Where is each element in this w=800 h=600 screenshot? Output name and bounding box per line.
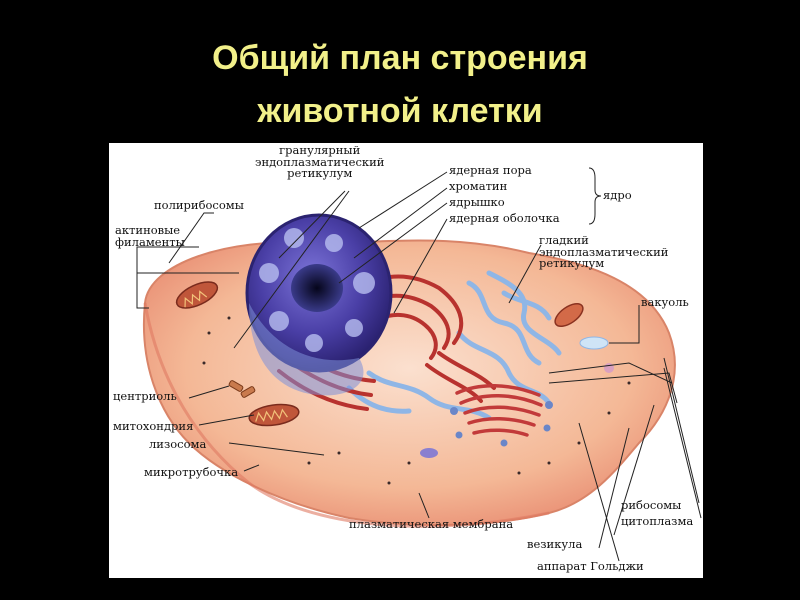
label-chromatin: хроматин xyxy=(449,179,508,193)
title-line-1: Общий план строения xyxy=(212,39,588,77)
label-smooth-er: гладкий эндоплазматический ретикулум xyxy=(539,233,669,270)
label-granular-er: гранулярный эндоплазматический ретикулум xyxy=(255,143,385,180)
nucleolus-shape xyxy=(291,264,343,312)
label-cytoplasm: цитоплазма xyxy=(621,514,694,528)
label-centriole: центриоль xyxy=(113,389,177,403)
label-nuclear-envelope: ядерная оболочка xyxy=(449,211,560,225)
label-mitochondrion: митохондрия xyxy=(113,419,194,433)
golgi-shape xyxy=(455,384,543,437)
ribosome-dots xyxy=(202,316,631,485)
label-polyribosomes: полирибосомы xyxy=(154,198,244,212)
label-vacuole: вакуоль xyxy=(641,295,689,309)
cell-diagram-panel: гранулярный эндоплазматический ретикулум… xyxy=(109,143,703,578)
cell-body xyxy=(143,239,676,528)
label-nucleus: ядро xyxy=(603,188,632,202)
label-nuclear-pore: ядерная пора xyxy=(449,163,532,177)
golgi-vesicles xyxy=(450,401,553,447)
cell-illustration xyxy=(136,167,702,562)
leader-lines xyxy=(136,167,702,562)
label-microtubule: микротрубочка xyxy=(144,465,239,479)
label-actin-filaments: актиновые филаменты xyxy=(115,223,185,249)
label-nucleolus: ядрышко xyxy=(449,195,505,209)
label-ribosomes: рибосомы xyxy=(621,498,682,512)
label-plasma-membrane: плазматическая мембрана xyxy=(349,517,514,531)
mitochondrion-shape xyxy=(175,281,584,427)
title-line-2: животной клетки xyxy=(257,92,543,130)
label-lysosome: лизосома xyxy=(149,437,207,451)
label-vesicle: везикула xyxy=(527,537,583,551)
centriole-shape xyxy=(228,380,256,398)
label-golgi: аппарат Гольджи xyxy=(537,559,644,573)
